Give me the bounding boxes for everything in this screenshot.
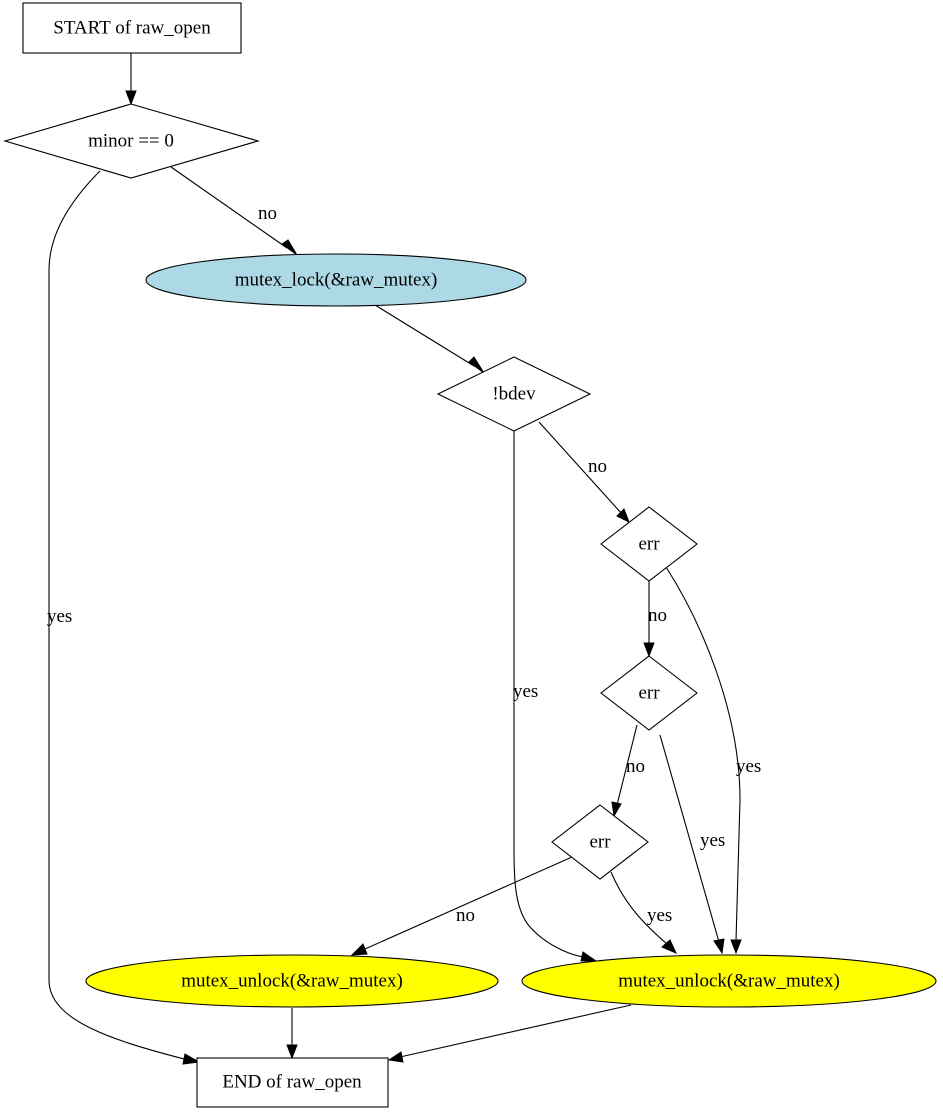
node-err-check-2: err bbox=[600, 655, 698, 731]
node-mutex-lock: mutex_lock(&raw_mutex) bbox=[145, 253, 527, 307]
node-err-check-2-label: err bbox=[638, 683, 660, 704]
node-mutex-unlock-right-label: mutex_unlock(&raw_mutex) bbox=[618, 971, 840, 992]
edge-bdev-check-to-err-check-1: no bbox=[538, 421, 630, 524]
node-mutex-unlock-left-label: mutex_unlock(&raw_mutex) bbox=[181, 971, 403, 992]
edge-label-no: no bbox=[648, 605, 667, 626]
node-minor-check-label: minor == 0 bbox=[88, 131, 174, 152]
node-mutex-unlock-right: mutex_unlock(&raw_mutex) bbox=[521, 954, 937, 1008]
node-end: END of raw_open bbox=[196, 1057, 389, 1108]
node-err-check-1-label: err bbox=[638, 534, 660, 555]
edge-minor-check-to-mutex-lock: no bbox=[170, 166, 298, 256]
node-mutex-unlock-left: mutex_unlock(&raw_mutex) bbox=[85, 954, 499, 1008]
edge-minor-check-to-end: yes bbox=[47, 170, 201, 1065]
edge-label-no: no bbox=[258, 203, 277, 224]
edge-mutex-unlock-left-to-end bbox=[286, 1008, 298, 1060]
node-minor-check: minor == 0 bbox=[3, 103, 260, 179]
edge-bdev-check-to-mutex-unlock-right: yes bbox=[513, 430, 598, 962]
edge-label-yes: yes bbox=[513, 681, 538, 702]
node-end-label: END of raw_open bbox=[222, 1072, 362, 1093]
edge-err-check-1-to-err-check-2: no bbox=[643, 581, 667, 658]
nodes: START of raw_open minor == 0 mutex_lock(… bbox=[3, 2, 937, 1108]
edge-label-yes: yes bbox=[736, 756, 761, 777]
edge-label-yes: yes bbox=[47, 606, 72, 627]
edge-label-no: no bbox=[456, 905, 475, 926]
edge-mutex-lock-to-bdev-check bbox=[374, 304, 485, 374]
edge-err-check-2-to-mutex-unlock-right: yes bbox=[659, 734, 725, 955]
edge-label-no: no bbox=[626, 756, 645, 777]
node-start: START of raw_open bbox=[22, 2, 242, 54]
node-mutex-lock-label: mutex_lock(&raw_mutex) bbox=[235, 270, 438, 291]
node-err-check-3: err bbox=[551, 804, 649, 880]
edge-label-yes: yes bbox=[647, 905, 672, 926]
edge-start-to-minor-check bbox=[125, 53, 137, 106]
edge-err-check-2-to-err-check-3: no bbox=[611, 724, 645, 818]
node-bdev-check: !bdev bbox=[436, 356, 592, 432]
edge-label-no: no bbox=[588, 456, 607, 477]
node-start-label: START of raw_open bbox=[53, 18, 211, 39]
edges: no yes no yes no yes bbox=[47, 53, 761, 1065]
edge-err-check-1-to-mutex-unlock-right: yes bbox=[665, 566, 761, 955]
edge-label-yes: yes bbox=[700, 830, 725, 851]
edge-err-check-3-to-mutex-unlock-left: no bbox=[350, 856, 573, 956]
node-err-check-3-label: err bbox=[589, 832, 611, 853]
node-bdev-check-label: !bdev bbox=[492, 384, 536, 405]
edge-mutex-unlock-right-to-end bbox=[387, 1004, 632, 1063]
node-err-check-1: err bbox=[600, 506, 698, 582]
edge-err-check-3-to-mutex-unlock-right: yes bbox=[610, 871, 677, 954]
